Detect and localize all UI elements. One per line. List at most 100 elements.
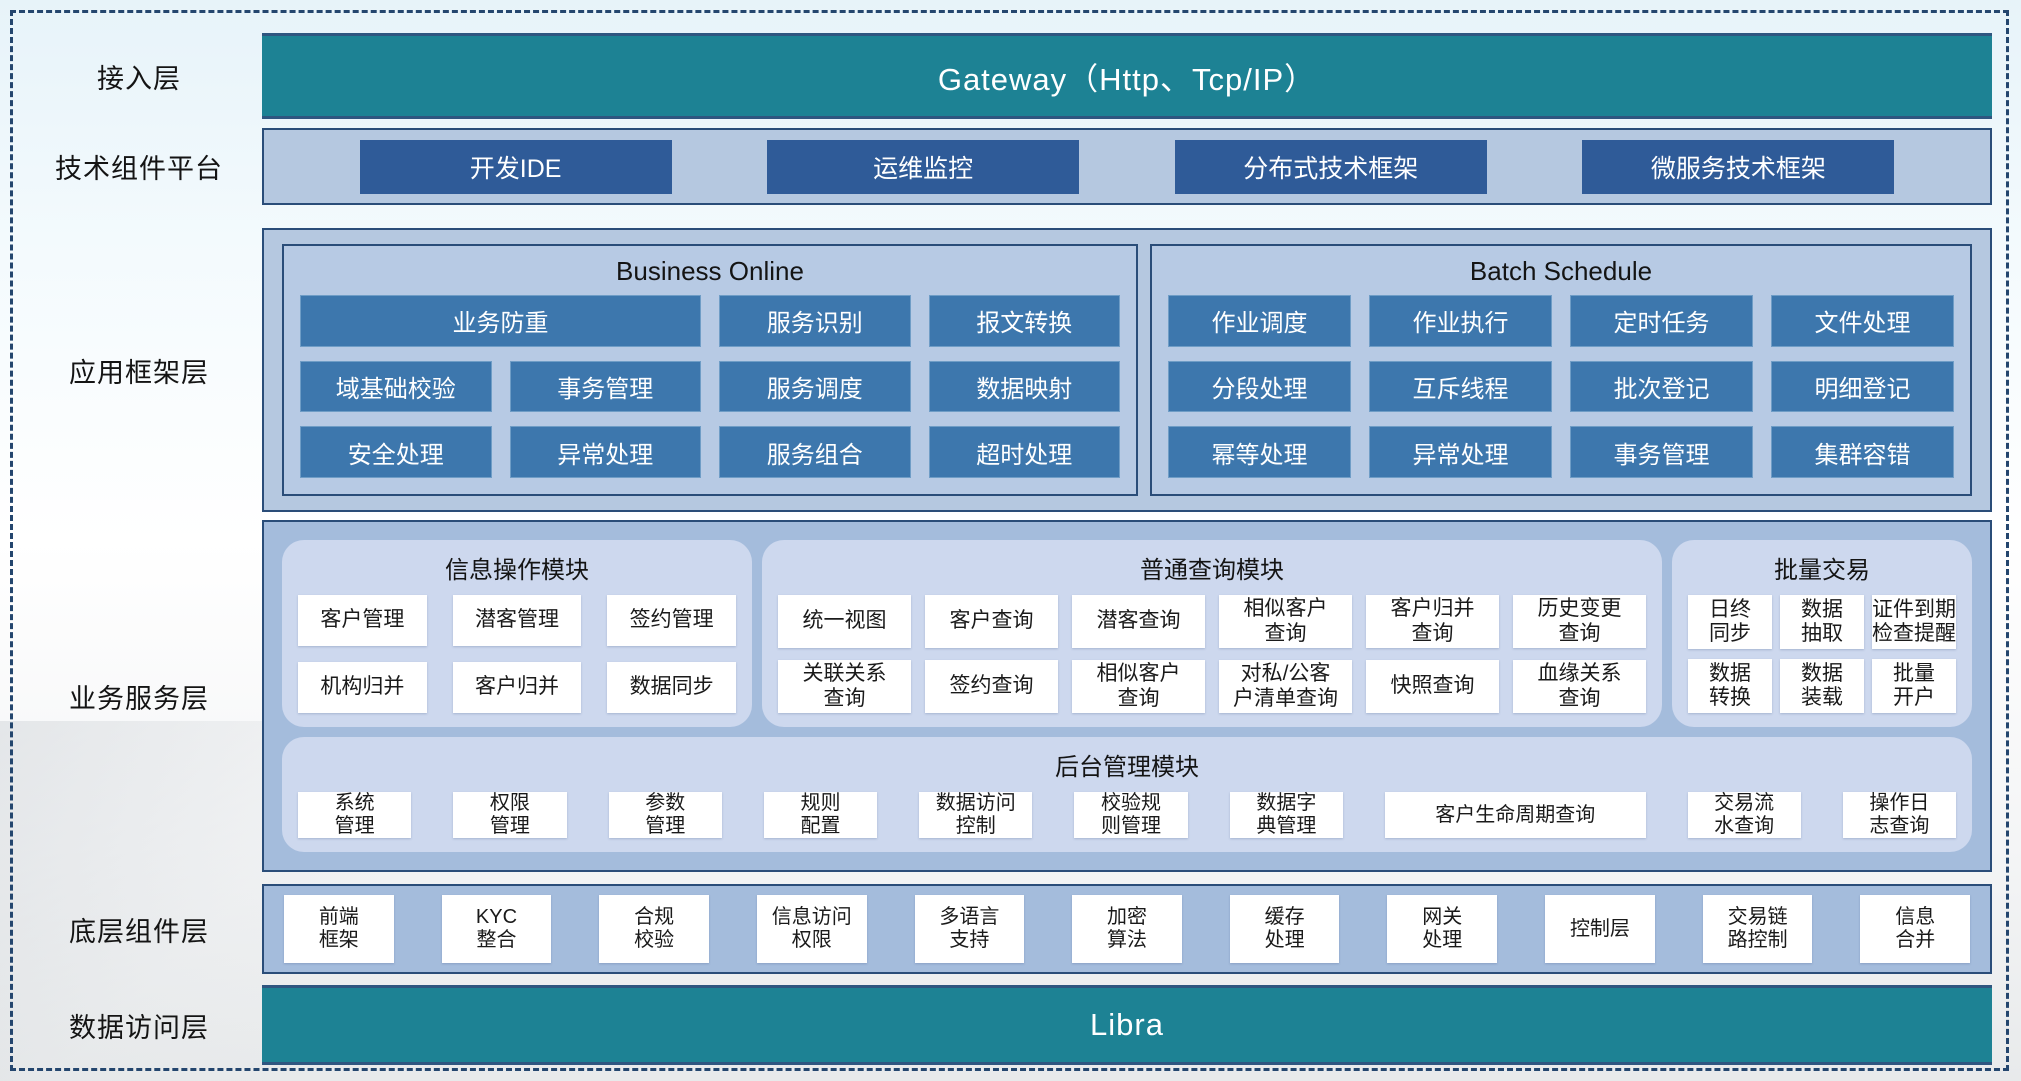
- component-cell: 信息 合并: [1860, 895, 1971, 963]
- gateway-bar: Gateway（Http、Tcp/IP）: [262, 33, 1992, 119]
- component-cell: 网关 处理: [1387, 895, 1498, 963]
- module-cell: 参数 管理: [608, 792, 722, 838]
- framework-cell: 互斥线程: [1369, 360, 1552, 413]
- module-cell: 客户管理: [298, 595, 427, 646]
- module-cell: 客户生命周期查询: [1384, 792, 1646, 838]
- component-cell: 合规 校验: [599, 895, 709, 963]
- framework-cell: 作业执行: [1369, 295, 1552, 347]
- module-cell: 交易流 水查询: [1687, 792, 1801, 838]
- query-module-grid: 统一视图客户查询潜客查询相似客户 查询客户归并 查询历史变更 查询关联关系 查询…: [778, 595, 1646, 713]
- business-online-box: Business Online 业务防重服务识别报文转换域基础校验事务管理服务调…: [282, 244, 1138, 496]
- batch-transaction-title: 批量交易: [1774, 557, 1870, 584]
- admin-module-panel: 后台管理模块 系统 管理权限 管理参数 管理规则 配置数据访问 控制校验规 则管…: [282, 737, 1972, 852]
- framework-cell: 报文转换: [928, 295, 1120, 347]
- framework-cell: 业务防重: [300, 295, 701, 347]
- module-cell: 系统 管理: [298, 792, 412, 838]
- info-module-grid: 客户管理潜客管理签约管理机构归并客户归并数据同步: [298, 595, 736, 713]
- business-online-grid: 业务防重服务识别报文转换域基础校验事务管理服务调度数据映射安全处理异常处理服务组…: [300, 295, 1120, 478]
- framework-cell: 事务管理: [509, 360, 701, 413]
- framework-cell: 超时处理: [928, 426, 1120, 478]
- batch-schedule-title: Batch Schedule: [1469, 256, 1653, 286]
- module-cell: 客户归并: [452, 662, 582, 713]
- layer-label-business: 业务服务层: [69, 683, 209, 714]
- layer-label-base: 底层组件层: [69, 916, 209, 947]
- framework-cell: 域基础校验: [300, 360, 492, 413]
- module-cell: 相似客户 查询: [1072, 660, 1205, 713]
- tech-platform-box: 开发IDE: [359, 139, 672, 194]
- module-cell: 潜客管理: [452, 595, 582, 646]
- admin-module-title: 后台管理模块: [1055, 754, 1199, 781]
- component-cell: 控制层: [1545, 895, 1655, 963]
- framework-cell: 服务识别: [719, 295, 911, 347]
- framework-cell: 事务管理: [1570, 426, 1753, 478]
- module-cell: 数据 抽取: [1780, 595, 1864, 649]
- component-cell: 前端 框架: [284, 895, 394, 963]
- framework-cell: 作业调度: [1168, 295, 1351, 347]
- layer-label-access: 接入层: [97, 63, 181, 94]
- module-cell: 签约查询: [925, 660, 1058, 713]
- component-cell: 信息访问 权限: [756, 895, 867, 963]
- module-cell: 规则 配置: [763, 792, 878, 838]
- batch-transaction-panel: 批量交易 日终 同步数据 抽取证件到期 检查提醒数据 转换数据 装载批量 开户: [1672, 540, 1972, 727]
- framework-cell: 文件处理: [1771, 295, 1954, 347]
- framework-cell: 集群容错: [1771, 426, 1954, 478]
- framework-cell: 幂等处理: [1168, 426, 1351, 478]
- component-cell: 缓存 处理: [1229, 895, 1340, 963]
- module-cell: 关联关系 查询: [778, 660, 911, 713]
- libra-bar: Libra: [262, 985, 1992, 1065]
- module-cell: 数据字 典管理: [1229, 792, 1343, 838]
- module-cell: 机构归并: [298, 662, 427, 713]
- module-cell: 校验规 则管理: [1074, 792, 1188, 838]
- module-cell: 签约管理: [607, 595, 736, 646]
- batch-transaction-grid: 日终 同步数据 抽取证件到期 检查提醒数据 转换数据 装载批量 开户: [1688, 595, 1956, 713]
- tech-platform-box: 运维监控: [767, 139, 1080, 194]
- module-cell: 潜客查询: [1072, 595, 1205, 648]
- business-service-container: 信息操作模块 客户管理潜客管理签约管理机构归并客户归并数据同步 普通查询模块 统…: [262, 520, 1992, 872]
- module-cell: 血缘关系 查询: [1513, 660, 1646, 713]
- module-cell: 证件到期 检查提醒: [1872, 595, 1956, 649]
- framework-cell: 数据映射: [928, 360, 1120, 413]
- module-cell: 数据 装载: [1780, 659, 1864, 713]
- framework-cell: 安全处理: [300, 426, 492, 478]
- business-service-top-row: 信息操作模块 客户管理潜客管理签约管理机构归并客户归并数据同步 普通查询模块 统…: [282, 540, 1972, 727]
- module-cell: 统一视图: [778, 595, 911, 648]
- framework-cell: 批次登记: [1570, 360, 1753, 413]
- batch-schedule-box: Batch Schedule 作业调度作业执行定时任务文件处理分段处理互斥线程批…: [1150, 244, 1972, 496]
- framework-cell: 明细登记: [1771, 360, 1954, 413]
- business-online-title: Business Online: [616, 256, 804, 286]
- module-cell: 客户查询: [925, 595, 1058, 648]
- module-cell: 历史变更 查询: [1513, 595, 1646, 648]
- layer-label-tech: 技术组件平台: [55, 154, 223, 184]
- layer-label-app: 应用框架层: [69, 357, 209, 388]
- module-cell: 数据同步: [607, 662, 736, 713]
- module-cell: 权限 管理: [453, 792, 567, 838]
- admin-module-strip: 系统 管理权限 管理参数 管理规则 配置数据访问 控制校验规 则管理数据字 典管…: [298, 792, 1957, 838]
- info-module-title: 信息操作模块: [445, 557, 589, 584]
- base-components-container: 前端 框架 KYC 整合合规 校验信息访问 权限多语言 支持加密 算法缓存 处理网…: [262, 884, 1992, 974]
- module-cell: 数据访问 控制: [919, 792, 1033, 838]
- component-cell: 交易链 路控制: [1702, 895, 1813, 963]
- module-cell: 客户归并 查询: [1366, 595, 1499, 648]
- component-cell: KYC 整合: [441, 895, 552, 963]
- module-cell: 操作日 志查询: [1842, 792, 1957, 838]
- module-cell: 相似客户 查询: [1219, 595, 1352, 648]
- framework-cell: 定时任务: [1570, 295, 1753, 347]
- framework-cell: 分段处理: [1168, 360, 1351, 413]
- batch-schedule-grid: 作业调度作业执行定时任务文件处理分段处理互斥线程批次登记明细登记幂等处理异常处理…: [1168, 295, 1954, 478]
- module-cell: 日终 同步: [1688, 595, 1772, 649]
- component-cell: 加密 算法: [1072, 895, 1182, 963]
- framework-cell: 异常处理: [1369, 426, 1552, 478]
- query-module-panel: 普通查询模块 统一视图客户查询潜客查询相似客户 查询客户归并 查询历史变更 查询…: [762, 540, 1662, 727]
- module-cell: 对私/公客 户清单查询: [1219, 660, 1352, 713]
- framework-cell: 异常处理: [509, 426, 701, 478]
- component-cell: 多语言 支持: [914, 895, 1025, 963]
- framework-cell: 服务组合: [719, 426, 911, 478]
- module-cell: 数据 转换: [1688, 659, 1772, 713]
- app-framework-container: Business Online 业务防重服务识别报文转换域基础校验事务管理服务调…: [262, 228, 1992, 512]
- layer-label-data: 数据访问层: [69, 1012, 209, 1043]
- framework-cell: 服务调度: [719, 360, 911, 413]
- query-module-title: 普通查询模块: [1140, 557, 1284, 584]
- module-cell: 批量 开户: [1872, 659, 1956, 713]
